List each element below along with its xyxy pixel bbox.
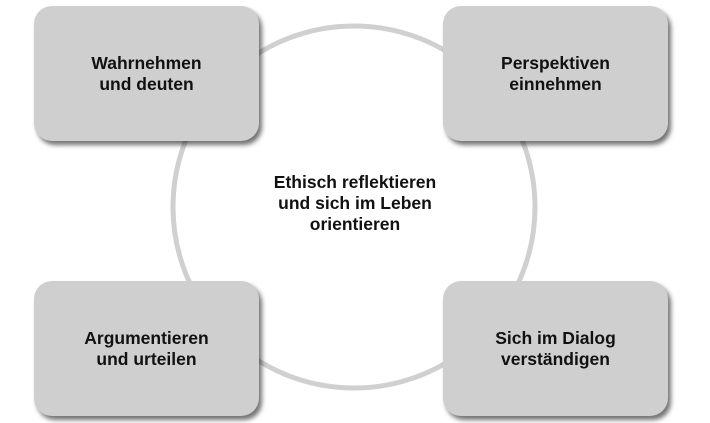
central-theme: Ethisch reflektieren und sich im Leben o…	[225, 172, 485, 235]
competence-label-take-perspectives: Perspektiven einnehmen	[501, 52, 610, 94]
competence-box-take-perspectives: Perspektiven einnehmen	[443, 6, 668, 141]
competence-label-dialog: Sich im Dialog verständigen	[495, 327, 616, 369]
central-theme-label: Ethisch reflektieren und sich im Leben o…	[273, 172, 437, 234]
competence-label-argue-judge: Argumentieren und urteilen	[84, 327, 209, 369]
competence-box-dialog: Sich im Dialog verständigen	[443, 281, 668, 416]
competence-box-argue-judge: Argumentieren und urteilen	[34, 281, 259, 416]
competence-box-perceive-interpret: Wahrnehmen und deuten	[34, 6, 259, 141]
cycle-circle	[170, 23, 538, 391]
competence-label-perceive-interpret: Wahrnehmen und deuten	[91, 52, 202, 94]
